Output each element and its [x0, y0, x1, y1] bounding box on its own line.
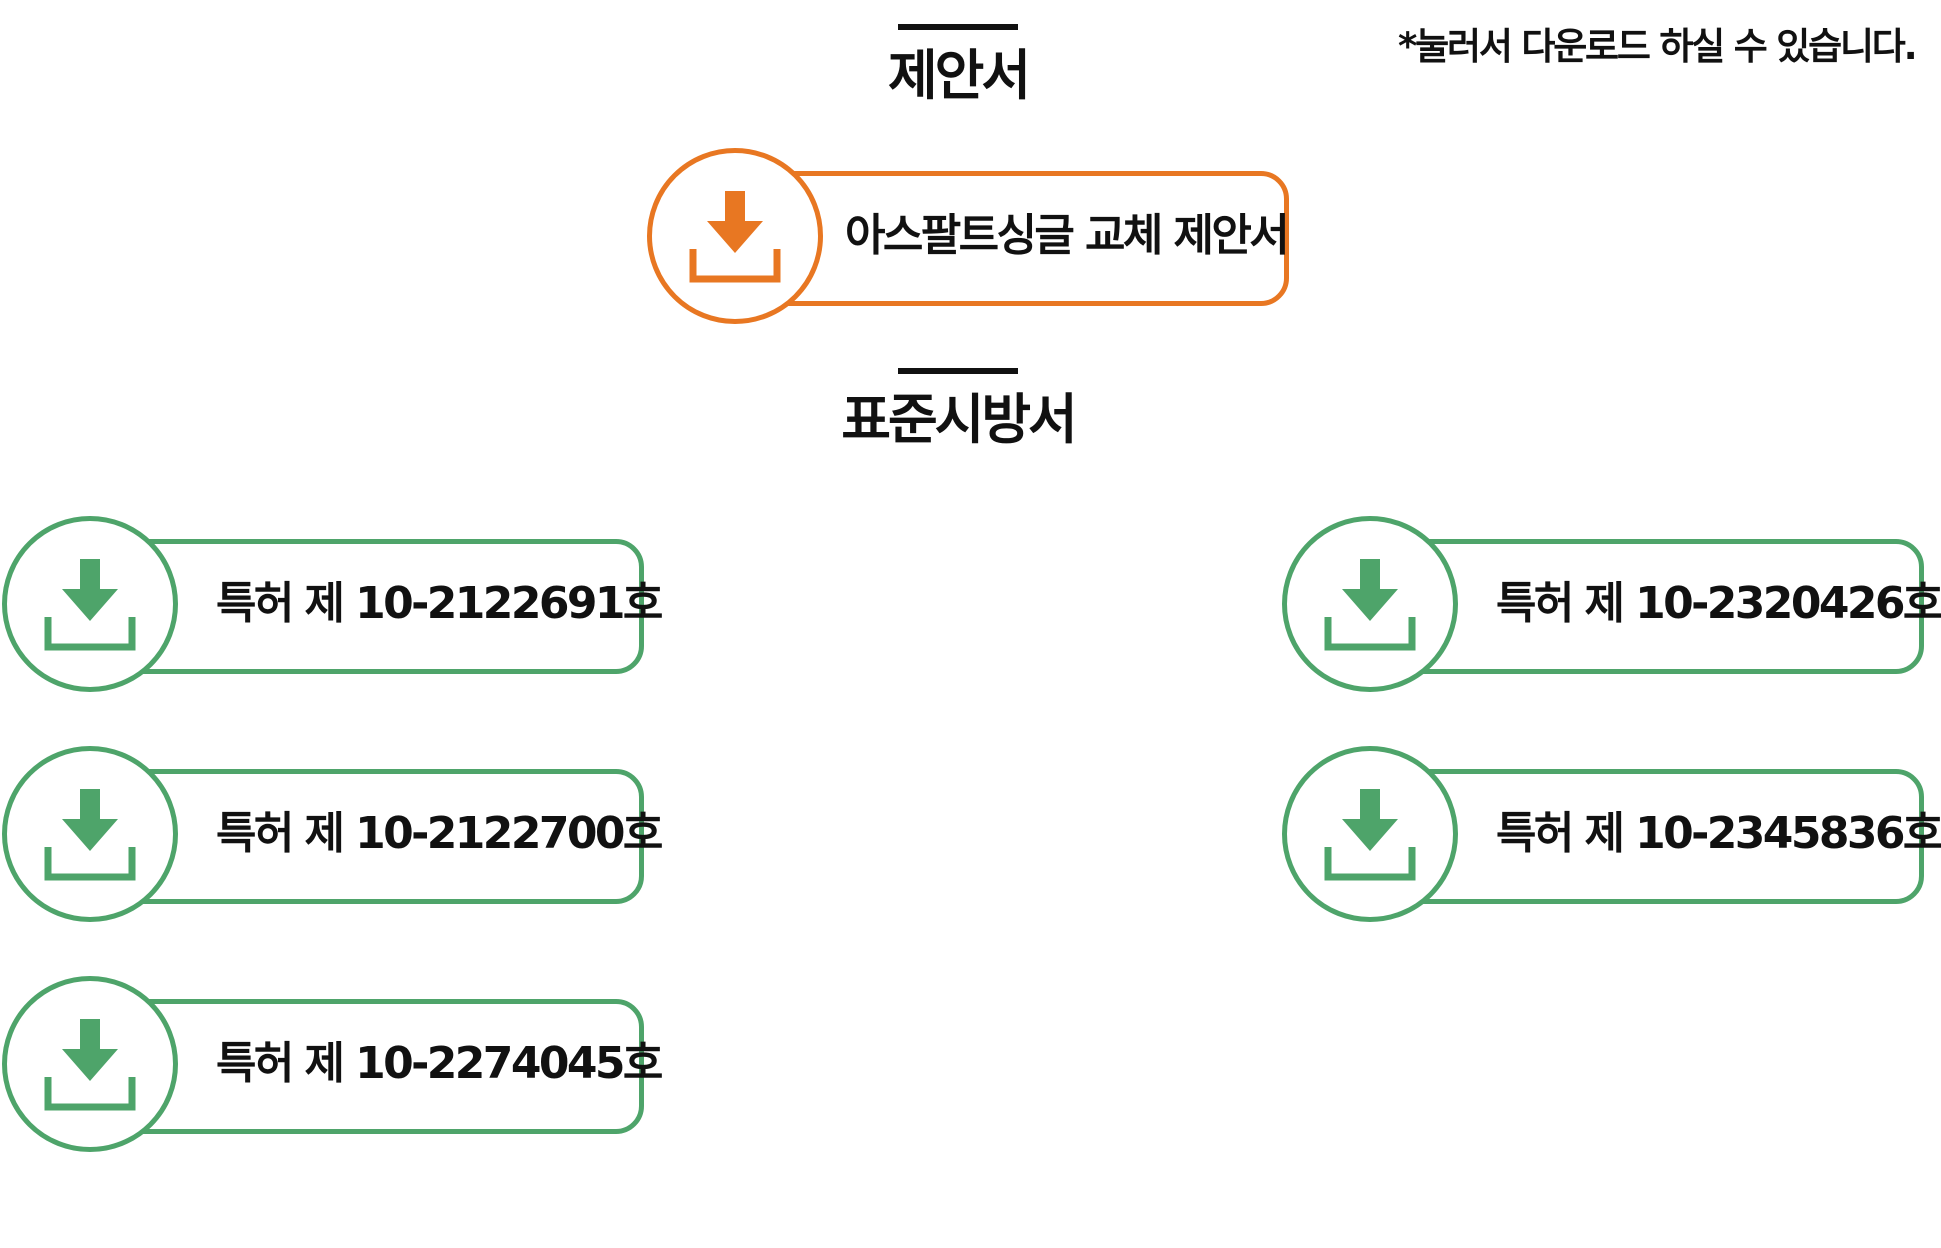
button-pill — [755, 171, 1289, 306]
patent-download-button-2122691[interactable]: 특허 제 10-2122691호 — [0, 516, 663, 694]
proposal-download-label: 아스팔트싱글 교체 제안서 — [845, 210, 1290, 261]
proposal-download-button[interactable]: 아스팔트싱글 교체 제안서 — [645, 148, 1290, 326]
patent-download-button-2345836[interactable]: 특허 제 10-2345836호 — [1280, 746, 1941, 924]
download-icon — [1324, 789, 1416, 881]
download-icon-circle — [1282, 516, 1458, 692]
heading-divider — [898, 24, 1018, 30]
button-pill — [110, 769, 644, 904]
proposal-section-heading: 제안서 — [0, 24, 1918, 108]
download-icon — [44, 789, 136, 881]
download-instruction-note: *눌러서 다운로드 하실 수 있습니다. — [1398, 25, 1918, 68]
heading-divider — [898, 368, 1018, 374]
patent-download-label: 특허 제 10-2345836호 — [1496, 808, 1941, 859]
spec-section-title: 표준시방서 — [841, 388, 1077, 451]
download-icon — [44, 559, 136, 651]
download-icon — [1324, 559, 1416, 651]
patent-download-label: 특허 제 10-2122691호 — [216, 578, 663, 629]
patent-download-label: 특허 제 10-2122700호 — [216, 808, 663, 859]
button-pill — [110, 539, 644, 674]
download-icon-circle — [647, 148, 823, 324]
spec-section-heading: 표준시방서 — [0, 368, 1918, 452]
download-icon — [689, 191, 781, 283]
patent-download-label: 특허 제 10-2320426호 — [1496, 578, 1941, 629]
patent-download-button-2274045[interactable]: 특허 제 10-2274045호 — [0, 976, 663, 1154]
download-icon-circle — [1282, 746, 1458, 922]
download-icon-circle — [2, 976, 178, 1152]
download-icon-circle — [2, 516, 178, 692]
download-icon-circle — [2, 746, 178, 922]
download-icon — [44, 1019, 136, 1111]
patent-download-button-2122700[interactable]: 특허 제 10-2122700호 — [0, 746, 663, 924]
proposal-section-title: 제안서 — [887, 44, 1031, 107]
patent-download-label: 특허 제 10-2274045호 — [216, 1038, 663, 1089]
patent-download-button-2320426[interactable]: 특허 제 10-2320426호 — [1280, 516, 1941, 694]
